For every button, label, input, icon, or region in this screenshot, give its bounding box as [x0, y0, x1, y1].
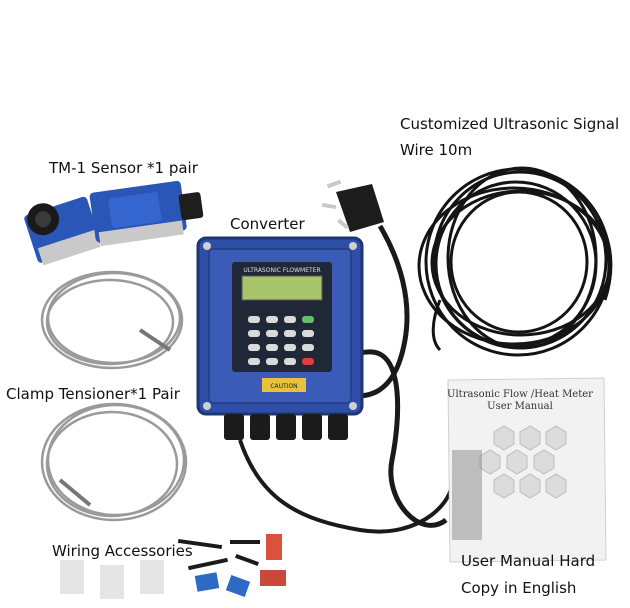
wiring-accessories	[60, 534, 286, 599]
clamp-coil-bottom	[40, 402, 188, 522]
caution-sticker	[262, 378, 306, 392]
power-plug	[321, 179, 384, 232]
screen-title: ULTRASONIC FLOWMETER	[243, 267, 320, 274]
clamp-label: Clamp Tensioner*1 Pair	[6, 385, 180, 403]
cable-glands	[224, 414, 348, 440]
manual-label-1: User Manual Hard	[461, 552, 596, 570]
manual-hex-grid	[479, 425, 567, 499]
user-manual: Ultrasonic Flow /Heat Meter User Manual	[447, 377, 607, 563]
manual-label-2: Copy in English	[461, 579, 577, 597]
wiring-label: Wiring Accessories	[52, 542, 193, 560]
signal-wire-label-1: Customized Ultrasonic Signal	[400, 115, 620, 133]
lcd-screen	[241, 275, 323, 301]
converter-label: Converter	[230, 215, 305, 233]
sensor-label: TM-1 Sensor *1 pair	[49, 159, 198, 177]
manual-title-1: Ultrasonic Flow /Heat Meter	[447, 389, 593, 400]
tm1-sensors	[24, 180, 204, 266]
converter-device: ULTRASONIC FLOWMETER CAUTION	[196, 236, 364, 440]
keypad	[248, 316, 314, 365]
manual-title-2: User Manual	[487, 401, 553, 412]
clamp-coil-top	[40, 270, 184, 370]
caution-text: CAUTION	[270, 383, 297, 390]
signal-wire-coil	[417, 166, 613, 357]
signal-wire-label-2: Wire 10m	[400, 141, 473, 159]
